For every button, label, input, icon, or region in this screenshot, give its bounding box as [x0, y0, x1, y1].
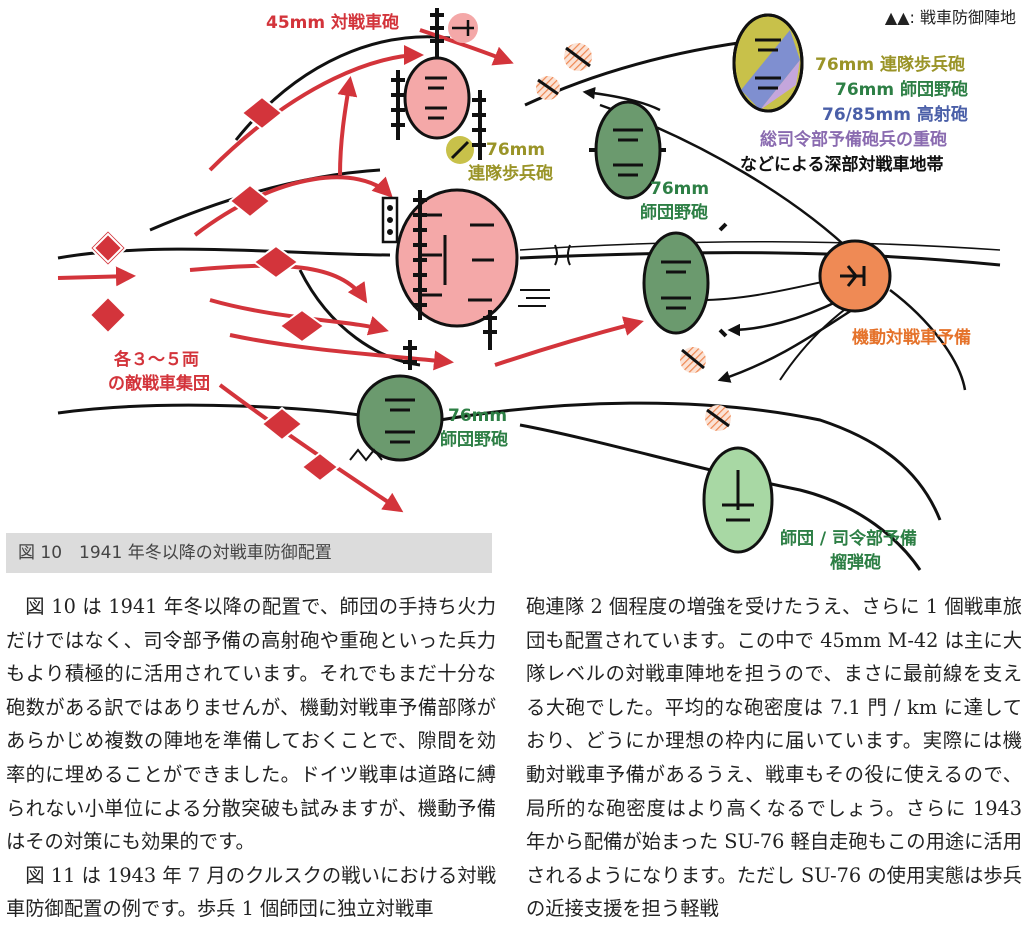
paragraph: 図 10 は 1941 年冬以降の配置で、師団の手持ち火力だけではなく、司令部予…: [6, 595, 496, 854]
deep-zone-mixed-artillery: [732, 13, 804, 113]
tank-position-legend-icon: ▲▲: [884, 8, 910, 27]
label-regimental-gun-mid-2: 連隊歩兵砲: [468, 164, 553, 184]
mobile-reserve-prepared-positions: [536, 43, 731, 431]
enemy-advance-arrows: [57, 28, 644, 513]
howitzer-position: [702, 446, 774, 554]
regimental-position-top: [403, 56, 471, 140]
legend: ▲▲: 戦車防御陣地: [885, 4, 1016, 28]
division-field-gun-lower: [356, 374, 444, 462]
anti-tank-defense-diagram: [57, 8, 1001, 571]
paragraph: 図 11 は 1943 年 7 月のクルスクの戦いにおける対戦車防御配置の例です…: [6, 863, 496, 921]
label-division-gun-deep: 76mm 師団野砲: [835, 80, 969, 100]
label-division-gun-low-1: 76mm: [448, 406, 508, 426]
figure-caption: 図 10 1941 年冬以降の対戦車防御配置: [6, 533, 492, 573]
body-column-right: 砲連隊 2 個程度の増強を受けたうえ、さらに 1 個戦車旅団も配置されています。…: [526, 590, 1022, 926]
terrain-details: [349, 196, 571, 462]
label-enemy-group-2: の敵戦車集団: [108, 374, 210, 394]
label-45mm-at-gun: 45mm 対戦車砲: [266, 13, 400, 33]
tank-obstacle-marks: [391, 8, 728, 370]
label-deep-zone: などによる深部対戦車地帯: [740, 155, 944, 175]
label-aa-gun: 76/85mm 高射砲: [822, 105, 968, 125]
label-howitzer-1: 師団 / 司令部予備: [780, 529, 918, 549]
mobile-reserve-arrows: [582, 86, 861, 383]
regimental-gun-marker: [446, 136, 474, 164]
division-field-gun-middle: [642, 231, 710, 335]
enemy-tank-groups: [88, 95, 340, 483]
mobile-reserve-position: [818, 239, 892, 313]
label-division-gun-mid-2: 師団野砲: [640, 203, 708, 223]
legend-text: : 戦車防御陣地: [909, 8, 1016, 27]
body-column-left: 図 10 は 1941 年冬以降の配置で、師団の手持ち火力だけではなく、司令部予…: [6, 590, 496, 926]
label-howitzer-2: 榴弾砲: [830, 553, 881, 573]
label-heavy-artillery: 総司令部予備砲兵の重砲: [760, 130, 947, 150]
label-regimental-gun-deep: 76mm 連隊歩兵砲: [815, 55, 966, 75]
at-gun-marker-top: [448, 13, 478, 43]
label-division-gun-mid-1: 76mm: [650, 179, 710, 199]
label-enemy-group-1: 各３～５両: [114, 350, 199, 370]
label-regimental-gun-mid-1: 76mm: [486, 140, 546, 160]
label-division-gun-low-2: 師団野砲: [440, 430, 508, 450]
paragraph: 砲連隊 2 個程度の増強を受けたうえ、さらに 1 個戦車旅団も配置されています。…: [526, 595, 1022, 921]
label-mobile-reserve: 機動対戦車予備: [852, 328, 971, 348]
